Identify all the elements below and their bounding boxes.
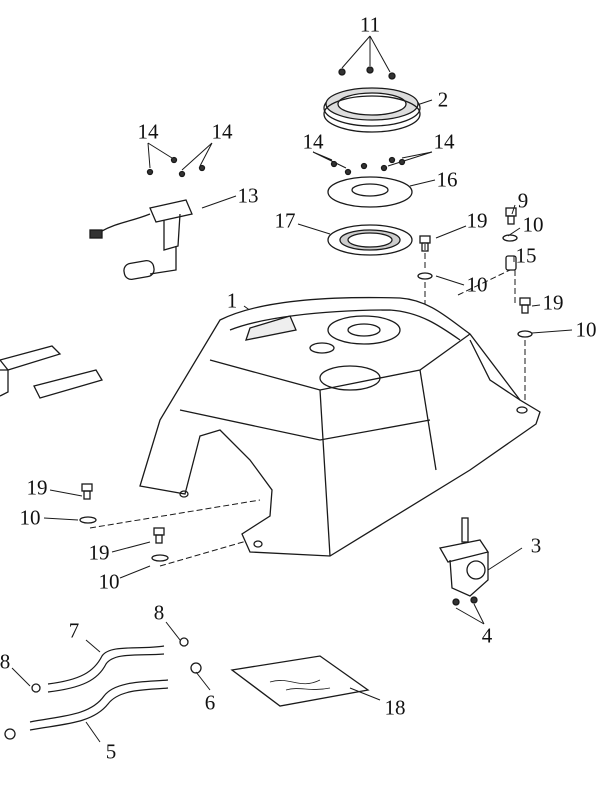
part-1-fuel-tank [139,296,541,557]
part-14-screws [146,156,406,178]
callout-10: 10 [98,569,120,594]
callout-19: 19 [542,290,564,315]
callout-18: 18 [384,695,406,720]
callout-5: 5 [105,739,117,764]
part-8-6-clamps [4,637,202,740]
callout-10: 10 [575,317,597,342]
callout-14: 14 [211,119,233,144]
tank-pads [0,345,103,399]
callout-13: 13 [237,183,259,208]
part-16-plate [327,176,413,208]
callout-8: 8 [0,649,11,674]
part-3-fuel-pump [438,517,490,606]
part-11-screws [338,66,396,80]
callout-8: 8 [153,600,165,625]
callout-16: 16 [436,167,458,192]
leader-lines [11,35,573,743]
callout-6: 6 [204,690,216,715]
part-18-sheet [230,655,370,707]
callout-11: 11 [359,12,381,37]
part-17-gasket [327,224,413,256]
part-7-5-hoses [29,645,169,731]
part-13-fuel-level-sender [89,199,193,281]
part-9-19-15-fasteners [79,207,533,562]
callout-7: 7 [68,618,80,643]
callout-15: 15 [515,243,537,268]
callout-14: 14 [137,119,159,144]
callout-2: 2 [437,87,449,112]
callout-10: 10 [466,272,488,297]
callout-4: 4 [481,623,493,648]
callout-17: 17 [274,208,296,233]
part-2-pump-flange [323,87,421,133]
callout-1: 1 [226,288,238,313]
callout-10: 10 [19,505,41,530]
callout-10: 10 [522,212,544,237]
callout-19: 19 [26,475,48,500]
callout-14: 14 [433,129,455,154]
callout-14: 14 [302,129,324,154]
callout-19: 19 [88,540,110,565]
callout-3: 3 [530,533,542,558]
callout-9: 9 [517,188,529,213]
callout-19: 19 [466,208,488,233]
